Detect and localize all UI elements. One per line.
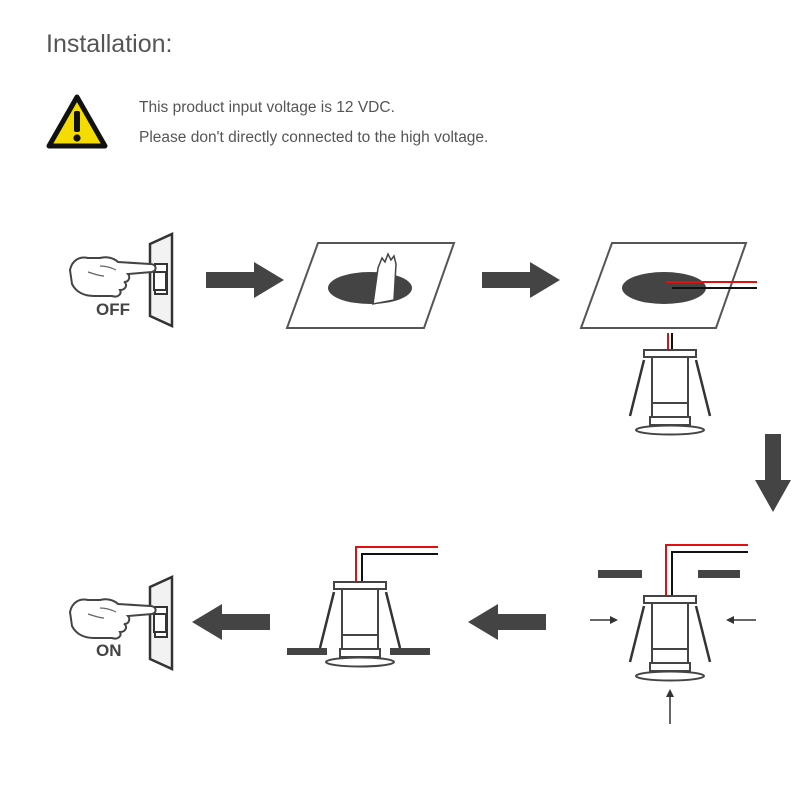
cut-hole-step [285,242,456,329]
arrow-right-1 [206,262,284,298]
installed-step [287,546,438,668]
arrow-left-2 [192,604,270,640]
wiring-step [579,242,757,436]
arrow-down [755,434,791,512]
warning-triangle-icon [46,94,108,149]
arrow-right-2 [482,262,560,298]
switch-on-label: ON [96,641,122,660]
insert-step [590,544,756,724]
arrow-left-1 [468,604,546,640]
switch-on-step: ON [69,575,174,671]
saw-icon [372,252,397,305]
warning-line-voltage: This product input voltage is 12 VDC. [139,99,395,116]
toggle-off [153,271,167,291]
switch-off-label: OFF [96,300,130,319]
switch-off-step: OFF [69,232,174,328]
warning-line-high-voltage: Please don't directly connected to the h… [139,129,489,146]
toggle-on [153,613,167,633]
page-title: Installation: [46,30,173,58]
